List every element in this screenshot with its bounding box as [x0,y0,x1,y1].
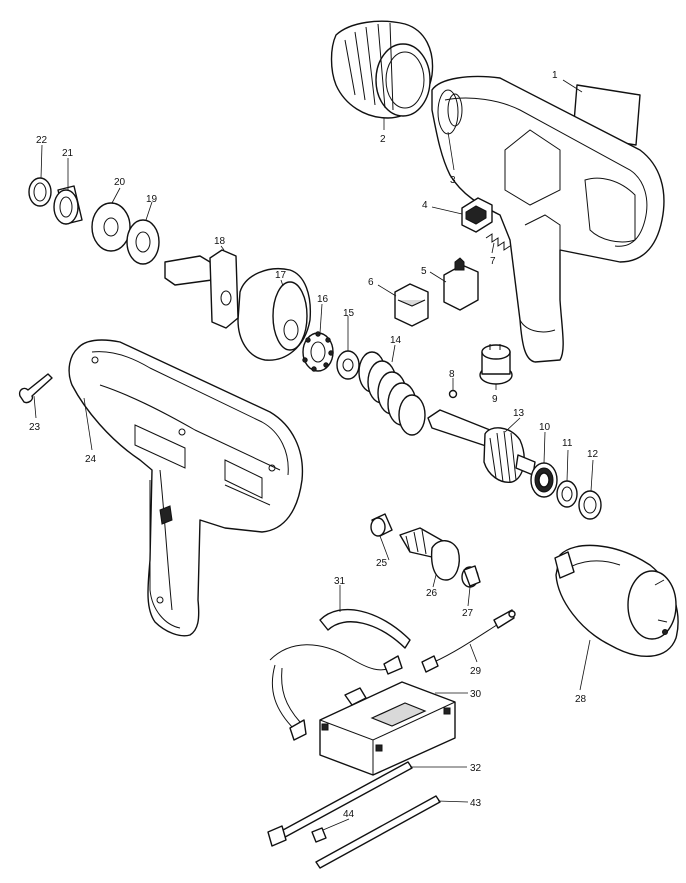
part-5-switch-block [443,257,479,311]
part-25-bushing [370,513,393,537]
callout-5: 5 [421,266,427,277]
part-3-housing-right [431,75,665,363]
callout-19: 19 [146,194,158,205]
part-31-harness [269,608,411,741]
part-20-washer [91,202,131,252]
callout-32: 32 [470,763,482,774]
part-12-washer [578,490,602,520]
part-15-washer [336,350,360,380]
part-30-controller [319,681,456,776]
callout-23: 23 [29,422,41,433]
callout-30: 30 [470,689,482,700]
part-7-spring [485,233,511,251]
callout-3: 3 [450,175,456,186]
part-2-front-cap [330,20,434,119]
leader-lines [33,79,594,831]
callout-labels: 1 2 3 4 5 6 7 8 9 10 11 12 13 14 15 16 1… [29,70,599,820]
part-19-washer [126,219,160,265]
callout-11: 11 [562,438,573,449]
callout-27: 27 [462,608,474,619]
callout-14: 14 [390,335,402,346]
callout-20: 20 [114,177,126,188]
callout-9: 9 [492,394,498,405]
part-29-lead-wire [421,609,516,673]
callout-4: 4 [422,200,428,211]
part-9-terminal-plug [479,344,513,385]
part-24-housing-left [68,339,304,637]
callout-18: 18 [214,236,226,247]
part-17-hammer [237,268,312,361]
part-43-cable-tie [315,795,441,869]
part-27-bushing [461,565,481,588]
part-22-ring [28,177,52,207]
part-18-anvil [164,249,239,329]
callout-44: 44 [343,809,355,820]
part-28-motor [554,544,679,657]
part-23-screw [18,373,53,404]
part-21-sleeve [53,185,83,225]
callout-43: 43 [470,798,482,809]
callout-22: 22 [36,135,48,146]
callout-7: 7 [490,256,496,267]
callout-1: 1 [552,70,558,81]
callout-25: 25 [376,558,388,569]
part-11-ring [556,480,578,508]
callout-10: 10 [539,422,551,433]
callout-29: 29 [470,666,482,677]
callout-12: 12 [587,449,599,460]
callout-13: 13 [513,408,525,419]
part-26-gear [399,527,460,581]
callout-17: 17 [275,270,287,281]
callout-2: 2 [380,134,386,145]
part-6-contact-block [394,283,429,327]
callout-26: 26 [426,588,438,599]
part-44-clip [311,827,327,843]
part-8-steel-ball [448,389,458,399]
part-4-switch [461,197,493,233]
part-14-spring [358,351,426,436]
callout-31: 31 [334,576,346,587]
callout-15: 15 [343,308,355,319]
callout-8: 8 [449,369,455,380]
callout-24: 24 [85,454,97,465]
part-16-cam-ring [302,331,334,372]
callout-28: 28 [575,694,587,705]
callout-6: 6 [368,277,374,288]
callout-16: 16 [317,294,329,305]
callout-21: 21 [62,148,74,159]
part-32-cable-tie [267,761,413,847]
part-13-spindle [427,409,536,483]
part-10-bearing [530,462,558,498]
